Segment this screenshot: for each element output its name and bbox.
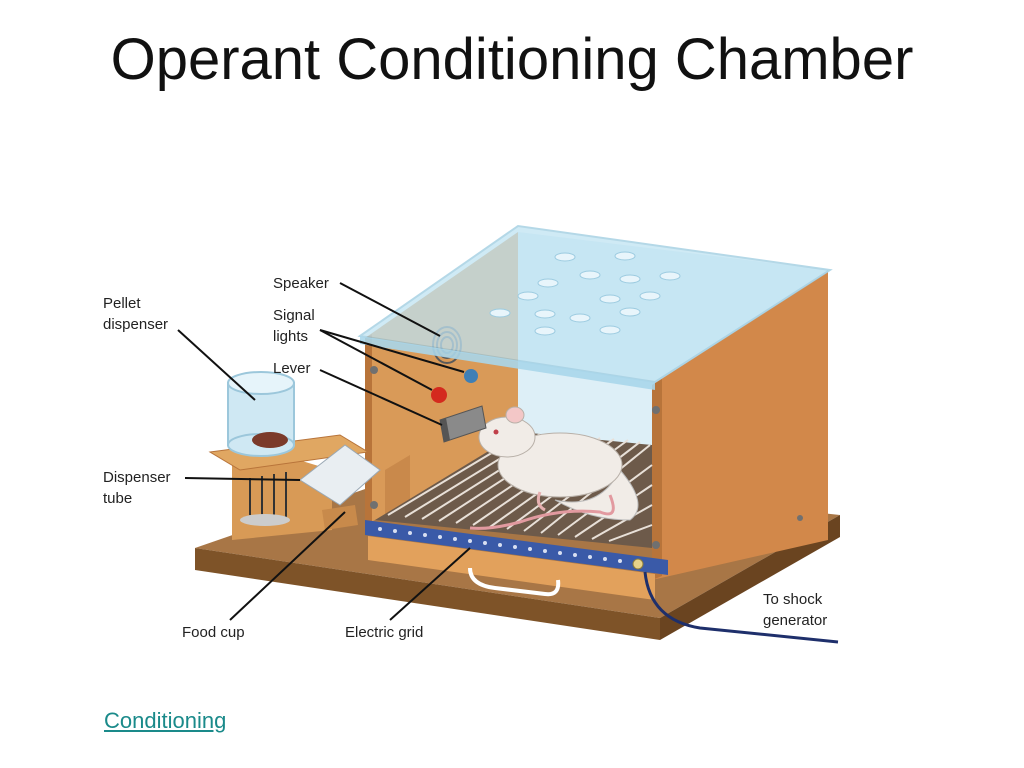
label-food-cup: Food cup xyxy=(182,624,245,641)
slide-title: Operant Conditioning Chamber xyxy=(110,27,914,92)
chamber-right-wall xyxy=(652,272,828,580)
leader-dispenser-tube xyxy=(184,477,301,481)
conditioning-link[interactable]: Conditioning xyxy=(104,708,227,733)
leader-electric-grid xyxy=(389,547,471,621)
waste-drawer xyxy=(368,536,655,600)
leader-signal-light-blue xyxy=(319,329,465,373)
glass-lid xyxy=(357,224,833,390)
label-dispenser-tube: Dispenser tube xyxy=(103,469,175,507)
label-electric-grid: Electric grid xyxy=(345,624,423,641)
leader-lever xyxy=(319,369,443,426)
label-pellet-dispenser: Pellet dispenser xyxy=(103,295,168,333)
label-speaker: Speaker xyxy=(273,275,329,292)
rat xyxy=(469,406,639,530)
label-to-shock-generator: To shock generator xyxy=(763,591,827,629)
label-signal-lights: Signal lights xyxy=(273,307,319,345)
leader-pellet-dispenser xyxy=(177,329,256,401)
leader-food-cup xyxy=(229,511,346,621)
screws xyxy=(370,366,803,549)
label-lever: Lever xyxy=(273,360,311,377)
leader-speaker xyxy=(339,282,441,337)
dispenser-tube xyxy=(299,444,381,506)
grid-rail xyxy=(365,520,668,575)
shock-cable xyxy=(643,571,839,644)
leader-signal-light-red xyxy=(319,329,433,391)
lever xyxy=(439,405,487,443)
signal-lights xyxy=(431,369,478,403)
pellet-dispenser xyxy=(208,371,370,540)
